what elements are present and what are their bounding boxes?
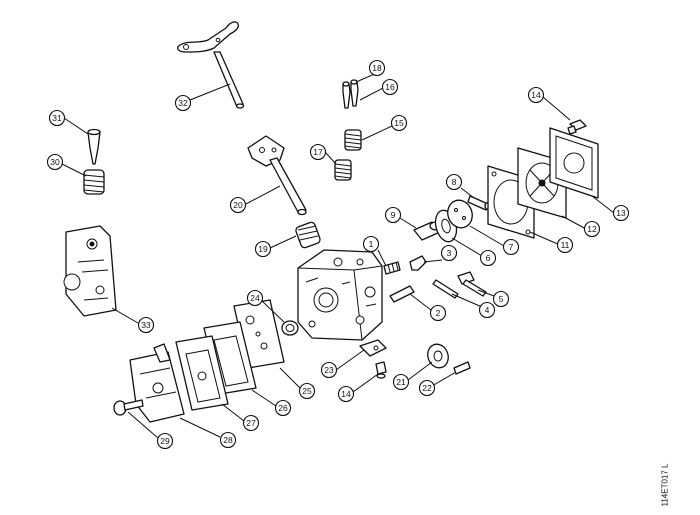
callout-2: 2: [429, 304, 447, 322]
part-20-choke-shaft: [247, 135, 307, 216]
callout-17: 17: [309, 143, 327, 161]
callout-label-32: 32: [178, 98, 188, 108]
part-27-diaphragm: [175, 335, 229, 411]
callout-21: 21: [392, 373, 410, 391]
callout-24: 24: [246, 289, 264, 307]
callout-13: 13: [612, 204, 630, 222]
part-29-screw: [113, 399, 144, 416]
callout-label-27: 27: [246, 418, 256, 428]
callout-20: 20: [229, 196, 247, 214]
callout-4: 4: [478, 301, 496, 319]
callout-label-7: 7: [509, 242, 514, 252]
callout-label-24: 24: [250, 293, 260, 303]
part-4-screw: [432, 279, 459, 299]
callout-7: 7: [502, 238, 520, 256]
callout-label-19: 19: [258, 244, 268, 254]
callout-label-18: 18: [372, 63, 382, 73]
callout-label-12: 12: [587, 224, 597, 234]
callout-label-3: 3: [447, 248, 452, 258]
callout-label-33: 33: [141, 320, 151, 330]
callout-22: 22: [418, 379, 436, 397]
part-23-clip: [359, 339, 387, 357]
carburetor-body: [297, 249, 383, 341]
callout-label-9: 9: [391, 210, 396, 220]
part-1-spring: [383, 261, 401, 275]
callout-label-23: 23: [324, 365, 334, 375]
callout-label-4: 4: [485, 305, 490, 315]
callout-16: 16: [381, 78, 399, 96]
callout-label-21: 21: [396, 377, 406, 387]
callout-12: 12: [583, 220, 601, 238]
callout-5: 5: [492, 290, 510, 308]
callout-label-11: 11: [561, 240, 570, 250]
callout-8: 8: [445, 173, 463, 191]
part-17-spring: [334, 159, 352, 181]
callout-1: 1: [362, 235, 380, 253]
part-2-pin: [389, 285, 415, 303]
leader-lines: [61, 69, 615, 439]
callout-18: 18: [368, 59, 386, 77]
callout-label-20: 20: [233, 200, 243, 210]
part-3-lever: [409, 255, 427, 271]
callout-23: 23: [320, 361, 338, 379]
part-24-cap: [281, 320, 299, 336]
callout-label-13: 13: [616, 208, 626, 218]
callout-9: 9: [384, 206, 402, 224]
callout-19: 19: [254, 240, 272, 258]
callout-label-30: 30: [50, 157, 60, 167]
callout-label-16: 16: [385, 82, 395, 92]
part-13-cover: [549, 127, 599, 199]
callout-label-5: 5: [499, 294, 504, 304]
callout-label-31: 31: [52, 113, 62, 123]
callout-label-17: 17: [313, 147, 323, 157]
part-14-screw-top: [567, 119, 587, 135]
callout-31: 31: [48, 109, 66, 127]
part-7-plate: [447, 199, 473, 229]
callout-label-1: 1: [369, 239, 374, 249]
part-22-screw: [453, 361, 471, 375]
part-30-spring: [83, 169, 105, 195]
callout-25: 25: [298, 382, 316, 400]
callout-label-22: 22: [422, 383, 432, 393]
part-19-spring: [295, 221, 321, 249]
callout-30: 30: [46, 153, 64, 171]
part-33-pump-cover: [63, 225, 117, 317]
part-18-16-needle-pins: [342, 79, 359, 109]
callout-3: 3: [440, 244, 458, 262]
reference-code: 114ET017 L: [660, 455, 670, 515]
part-32-throttle-shaft: [176, 21, 245, 109]
callout-11: 11: [556, 236, 574, 254]
callout-label-15: 15: [394, 118, 404, 128]
part-21-disc: [427, 343, 449, 369]
callout-label-25: 25: [302, 386, 312, 396]
reference-code-text: 114ET017 L: [660, 463, 670, 507]
callout-label-8: 8: [452, 177, 457, 187]
part-31-needle: [87, 128, 101, 165]
callout-label-14-top: 14: [531, 90, 541, 100]
callout-label-14-bottom: 14: [341, 389, 351, 399]
callout-32: 32: [174, 94, 192, 112]
callout-28: 28: [219, 431, 237, 449]
callout-29: 29: [156, 432, 174, 450]
callout-15: 15: [390, 114, 408, 132]
callout-label-2: 2: [436, 308, 441, 318]
callout-label-26: 26: [278, 403, 288, 413]
callout-14-bottom: 14: [337, 385, 355, 403]
callout-6: 6: [479, 249, 497, 267]
part-28-pump-body: [129, 343, 185, 423]
callout-label-6: 6: [486, 253, 491, 263]
callout-14-top: 14: [527, 86, 545, 104]
callout-27: 27: [242, 414, 260, 432]
part-5-screw: [457, 271, 487, 297]
callout-label-28: 28: [223, 435, 233, 445]
callout-26: 26: [274, 399, 292, 417]
part-14-screw-bottom: [375, 361, 387, 379]
part-15-spring: [344, 129, 362, 151]
callout-33: 33: [137, 316, 155, 334]
callout-label-29: 29: [160, 436, 170, 446]
